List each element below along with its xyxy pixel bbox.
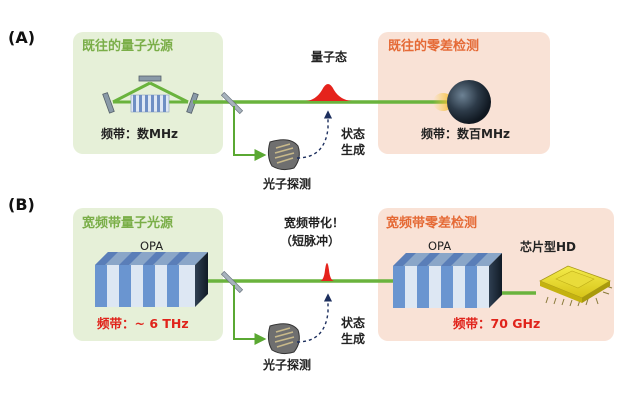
panel-a-quantum-pulse (306, 84, 352, 101)
panel-b-chip-label: 芯片型HD (520, 240, 577, 254)
panel-b-chip (539, 265, 613, 307)
panel-a-quantum-state-label: 量子态 (311, 50, 348, 64)
panel-b-detection-bandwidth: 频带：70 GHz (453, 316, 541, 331)
panel-a-source-bandwidth: 频带：数MHz (101, 127, 178, 141)
panel-b-state-gen-line1: 状态 (341, 316, 366, 330)
panel-a-detector-sphere (447, 80, 491, 124)
panel-a-photon-detection: 光子探测 (263, 177, 312, 191)
panel-b-broadband-line1: 宽频带化！ (284, 216, 345, 230)
panel-b-branch-arrow (233, 285, 267, 345)
panel-b-state-gen-arrow (296, 293, 333, 343)
panel-a-label: (A) (8, 28, 36, 47)
panel-a-beam-splitter (220, 91, 244, 115)
panel-b-detection-opa (393, 253, 502, 308)
panel-a-source-box (73, 32, 223, 154)
panel-b-source-opa-label: OPA (140, 239, 164, 253)
panel-a-cavity (102, 75, 199, 114)
panel-a-state-gen-line2: 生成 (341, 143, 366, 157)
panel-b-photon-detection: 光子探测 (263, 358, 312, 372)
panel-b-label: (B) (8, 195, 35, 214)
panel-a-detection-bandwidth: 频带：数百MHz (421, 127, 510, 141)
panel-b-source-opa (95, 252, 208, 307)
panel-b-source-title: 宽频带量子光源 (82, 216, 174, 231)
panel-a-source-title: 既往的量子光源 (82, 39, 174, 54)
panel-b-broadband-line2: （短脉冲） (280, 234, 341, 248)
panel-a-state-gen-arrow (296, 110, 333, 159)
panel-b-state-gen-line2: 生成 (341, 332, 366, 346)
panel-b-detection-opa-label: OPA (428, 239, 452, 253)
panel-b-beam-splitter (220, 270, 244, 294)
panel-a-detection-title: 既往的零差检测 (388, 39, 480, 54)
panel-a-branch-arrow (233, 106, 267, 161)
panel-a-photon-detector (267, 139, 300, 171)
panel-b-source-bandwidth: 频带：~ 6 THz (97, 316, 189, 331)
panel-b-short-pulse (320, 263, 334, 281)
panel-b-detection-title: 宽频带零差检测 (386, 216, 478, 231)
panel-a-state-gen-line1: 状态 (341, 127, 366, 141)
panel-b-photon-detector (267, 323, 300, 355)
panel-a-crystal (130, 94, 170, 113)
